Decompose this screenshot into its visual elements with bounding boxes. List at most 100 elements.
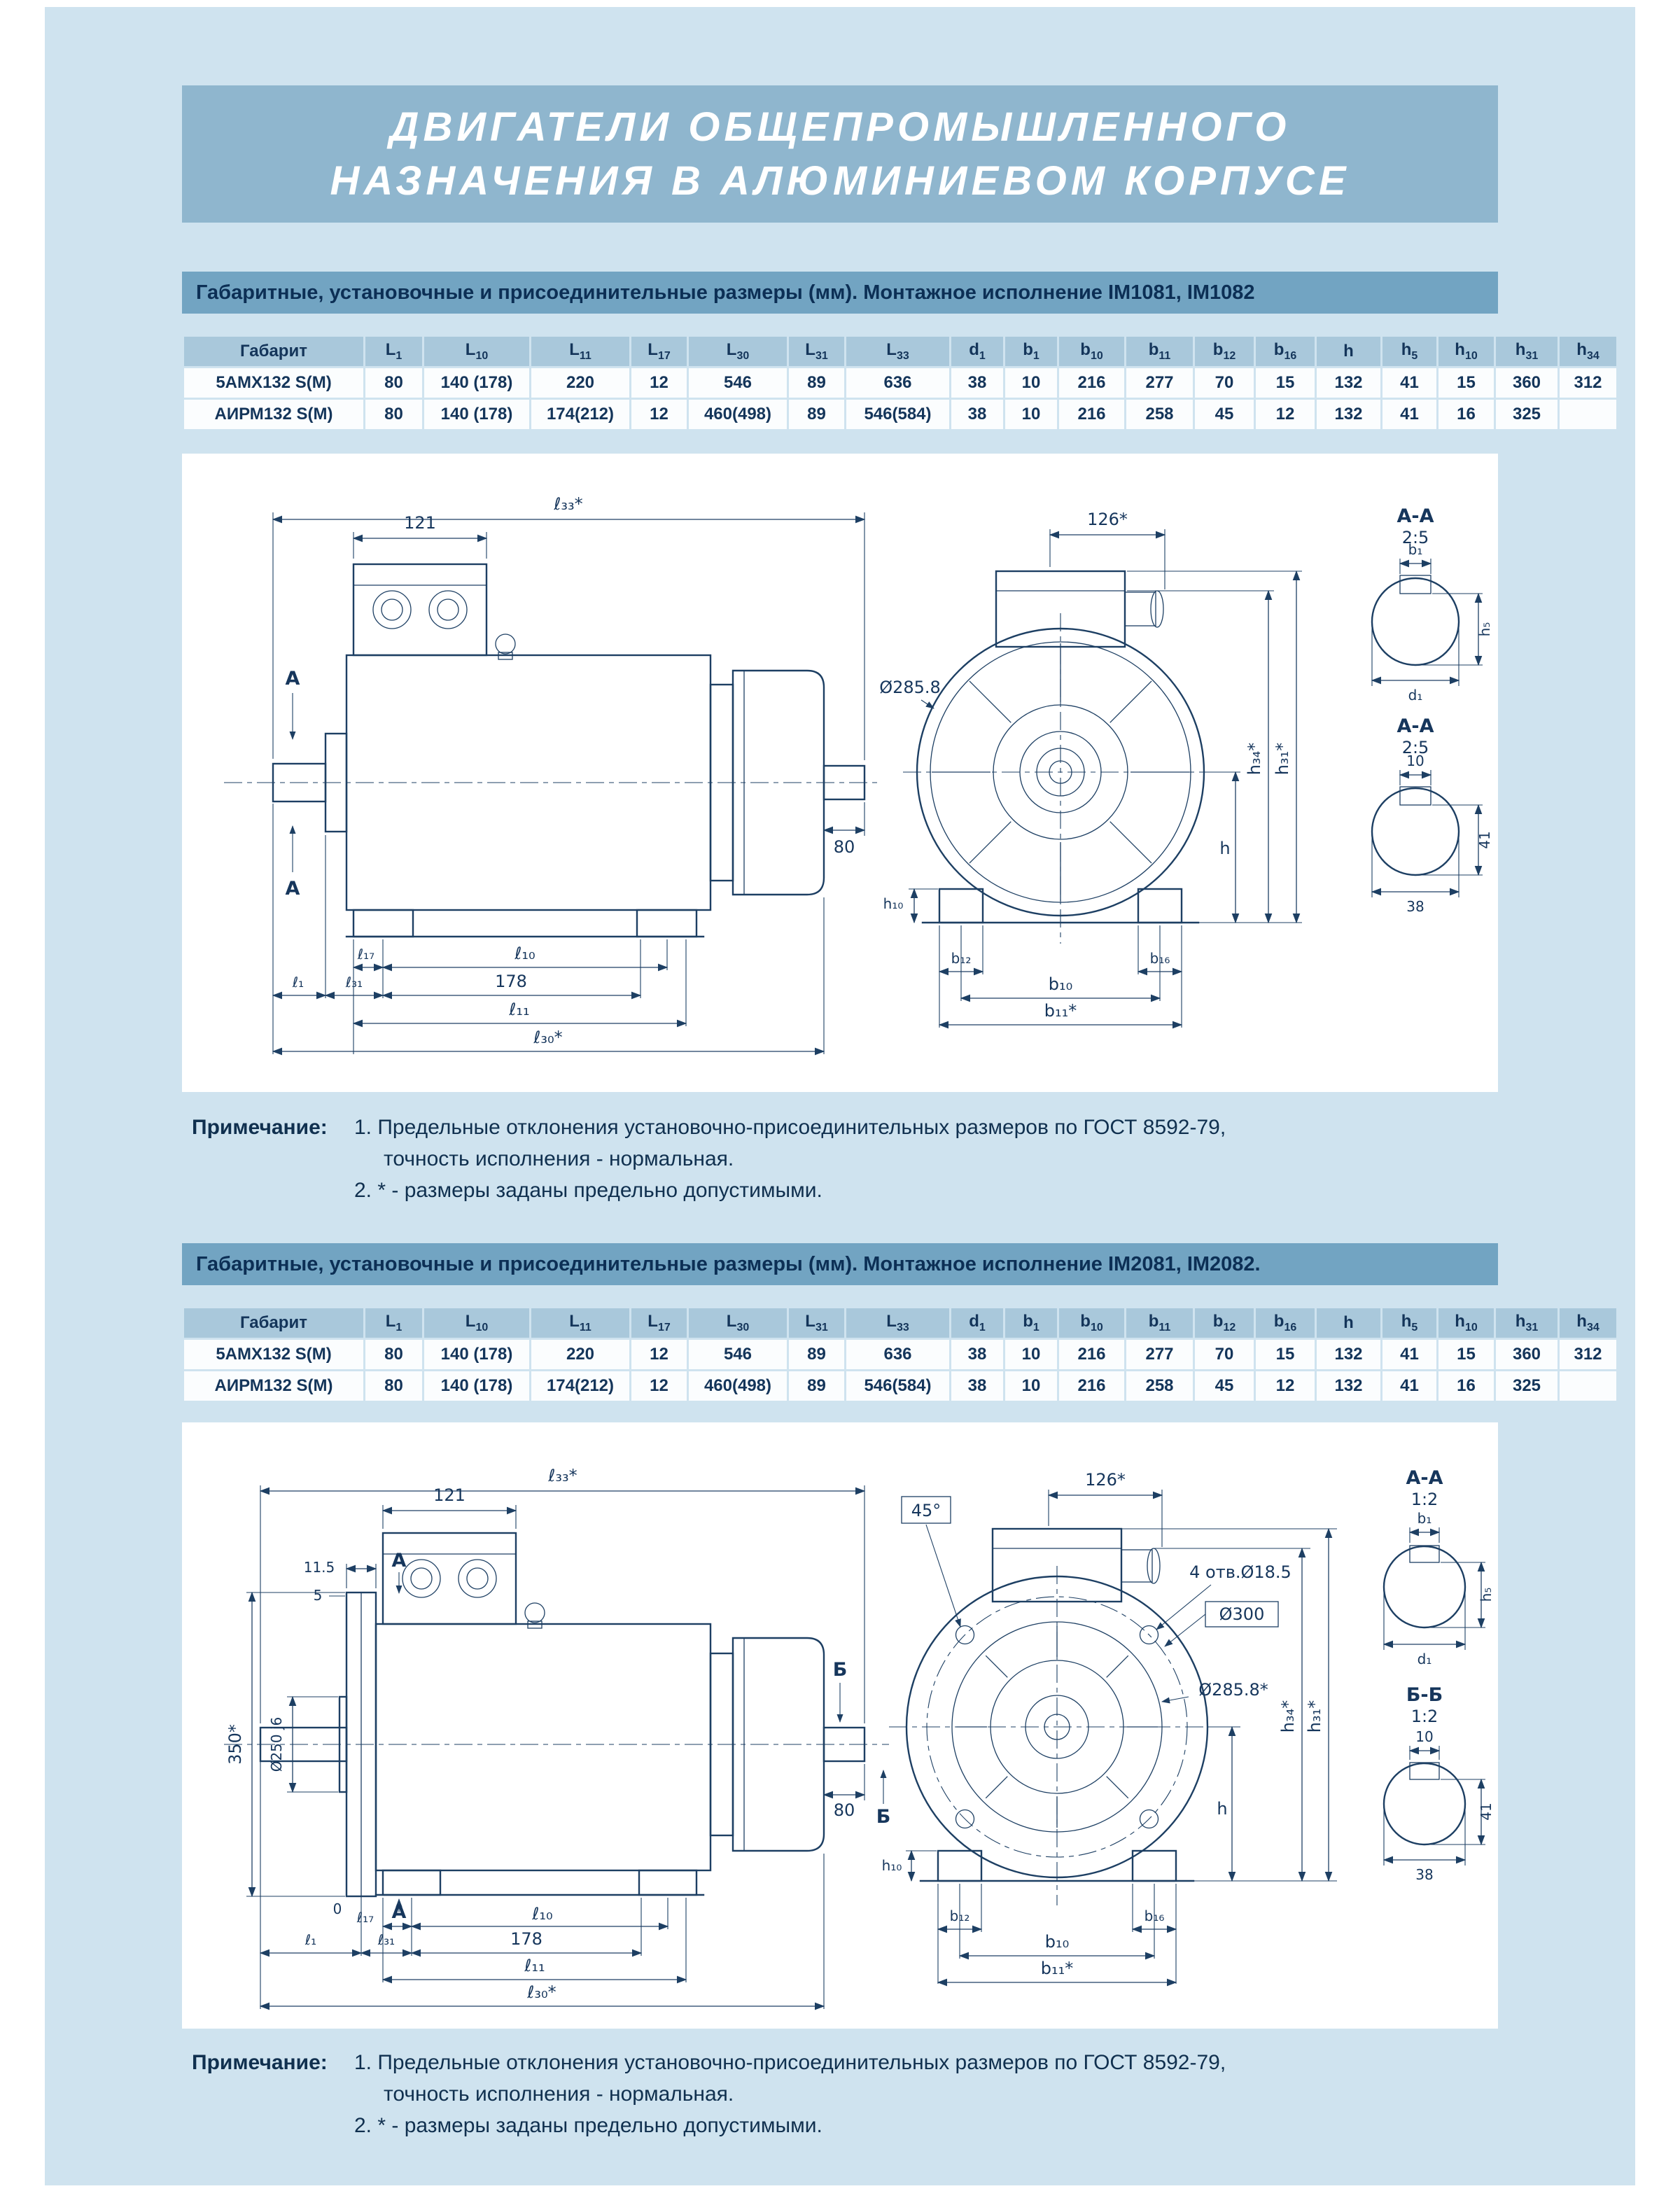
column-header: b16 xyxy=(1254,1306,1317,1340)
value-cell: 12 xyxy=(629,1369,689,1403)
front-view-dimensions: Ø285.8 126* h₃₄* h₃₁* h h₁₀ xyxy=(879,510,1302,1029)
column-header: b16 xyxy=(1254,335,1317,368)
column-header: h34 xyxy=(1558,335,1618,368)
value-cell: 41 xyxy=(1380,366,1438,400)
value-cell: 132 xyxy=(1315,398,1382,431)
dim-label-l1: ℓ₁ xyxy=(292,974,304,990)
column-header: L30 xyxy=(687,335,789,368)
dimensional-drawing-im1081: ℓ₃₃* 121 А А 80 xyxy=(224,494,1493,1056)
value-cell: 546 xyxy=(687,366,789,400)
column-header: L10 xyxy=(422,1306,531,1340)
dim-label-h34: h₃₄* xyxy=(1278,1700,1298,1732)
shaft-end xyxy=(822,764,866,801)
value-cell: 216 xyxy=(1057,1338,1126,1371)
value-cell: 132 xyxy=(1315,1338,1382,1371)
value-cell: 41 xyxy=(1380,1369,1438,1403)
value-cell: 15 xyxy=(1436,366,1496,400)
side-view-dimensions: ℓ₃₃* 121 А А 80 xyxy=(272,494,866,1056)
fan-cowl xyxy=(732,1637,825,1852)
side-view-dimensions: ℓ₃₃* 121 11.5 5 350* Ø250 j6 А xyxy=(225,1466,890,2010)
cable-gland xyxy=(1121,1549,1153,1583)
dim-label-80: 80 xyxy=(834,837,855,857)
column-header: h5 xyxy=(1380,1306,1438,1340)
flange-bolt-hole xyxy=(955,1809,975,1829)
value-cell: 312 xyxy=(1558,366,1618,400)
section-header-1: Габаритные, установочные и присоединител… xyxy=(182,272,1498,314)
column-header: b1 xyxy=(1003,335,1059,368)
dim-label-h31: h₃₁* xyxy=(1305,1700,1324,1732)
flange-bolt-hole xyxy=(1139,1625,1159,1645)
column-header: b11 xyxy=(1124,335,1195,368)
column-header: b11 xyxy=(1124,1306,1195,1340)
section-title: Б-Б xyxy=(1406,1684,1443,1706)
flange-bolt-hole xyxy=(955,1625,975,1645)
dim-label-38: 38 xyxy=(1406,898,1424,915)
section-mark-a: А xyxy=(286,878,300,899)
column-header: L31 xyxy=(787,335,846,368)
value-cell: 140 (178) xyxy=(422,398,531,431)
value-cell: 45 xyxy=(1193,398,1256,431)
column-header: h34 xyxy=(1558,1306,1618,1340)
note-line: 2. * - размеры заданы предельно допустим… xyxy=(354,1179,822,1202)
foot xyxy=(938,888,984,924)
column-header: L1 xyxy=(363,1306,424,1340)
dia-label-250: Ø250 j6 xyxy=(268,1717,285,1772)
dim-label-h10: h₁₀ xyxy=(882,1857,902,1874)
column-header: L1 xyxy=(363,335,424,368)
foot xyxy=(1137,888,1183,924)
section-scale: 2:5 xyxy=(1402,528,1429,547)
section-mark-a: А xyxy=(286,668,300,690)
value-cell: 258 xyxy=(1124,1369,1195,1403)
value-cell: 636 xyxy=(844,1338,951,1371)
dim-label-178: 178 xyxy=(495,972,527,991)
value-cell: 38 xyxy=(949,398,1005,431)
dim-label-5: 5 xyxy=(314,1587,323,1604)
value-cell: 546 xyxy=(687,1338,789,1371)
foot xyxy=(937,1849,983,1882)
section-scale: 1:2 xyxy=(1411,1707,1438,1726)
dim-label-b1: b₁ xyxy=(1418,1510,1432,1527)
row-label: 5АМХ132 S(М) xyxy=(182,1338,365,1371)
dim-label-l11: ℓ₁₁ xyxy=(524,1956,545,1975)
section-header-2: Габаритные, установочные и присоединител… xyxy=(182,1243,1498,1285)
column-header: L33 xyxy=(844,1306,951,1340)
dim-label-b16: b₁₆ xyxy=(1144,1907,1165,1924)
dim-label-h5: h₅ xyxy=(1476,622,1493,637)
column-header: h10 xyxy=(1436,1306,1496,1340)
value-cell: 174(212) xyxy=(529,398,631,431)
value-cell xyxy=(1558,1369,1618,1403)
dim-label-b16: b₁₆ xyxy=(1150,950,1170,967)
dim-label-b11: b₁₁* xyxy=(1041,1959,1073,1978)
dim-label-h5: h₅ xyxy=(1478,1588,1494,1602)
column-header: Габарит xyxy=(182,1306,365,1340)
dim-label-121: 121 xyxy=(433,1485,465,1505)
dim-label-d1: d₁ xyxy=(1418,1651,1432,1667)
dim-label-350: 350* xyxy=(225,1724,245,1765)
section-b-b: Б-Б 1:2 10 41 38 xyxy=(1382,1684,1494,1883)
column-header: b1 xyxy=(1003,1306,1059,1340)
column-header: h10 xyxy=(1436,335,1496,368)
page-title-line1: ДВИГАТЕЛИ ОБЩЕПРОМЫШЛЕННОГО xyxy=(389,104,1291,150)
value-cell: 140 (178) xyxy=(422,1369,531,1403)
value-cell: 15 xyxy=(1254,366,1317,400)
value-cell: 360 xyxy=(1494,366,1560,400)
motor-side-view xyxy=(224,563,882,938)
column-header: b12 xyxy=(1193,335,1256,368)
section-title: А-А xyxy=(1406,1467,1443,1489)
value-cell: 89 xyxy=(787,398,846,431)
value-cell: 546(584) xyxy=(844,1369,951,1403)
value-cell: 312 xyxy=(1558,1338,1618,1371)
dim-label-l17: ℓ₁₇ xyxy=(357,946,374,962)
dimensional-drawing-im2081: ℓ₃₃* 121 11.5 5 350* Ø250 j6 А xyxy=(224,1466,1494,2010)
value-cell: 70 xyxy=(1193,366,1256,400)
section-scale: 1:2 xyxy=(1411,1490,1438,1509)
column-header: h5 xyxy=(1380,335,1438,368)
page-title-banner: ДВИГАТЕЛИ ОБЩЕПРОМЫШЛЕННОГО НАЗНАЧЕНИЯ В… xyxy=(182,85,1498,223)
dim-label-h: h xyxy=(1217,1799,1227,1819)
